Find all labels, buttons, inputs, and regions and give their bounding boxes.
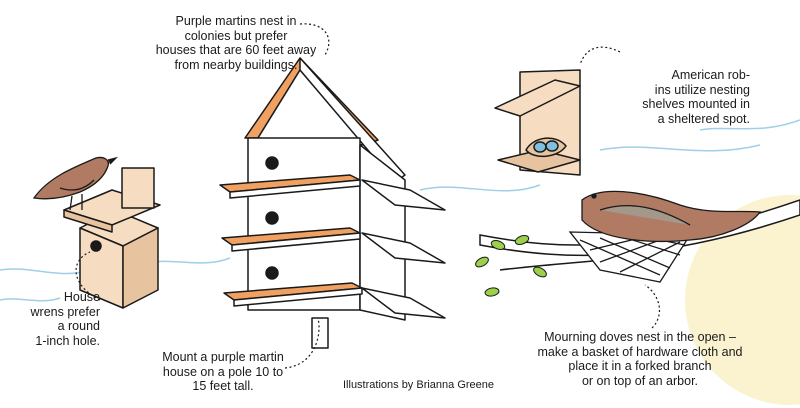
wren-caption: House wrens prefer a round 1-inch hole. <box>30 290 100 348</box>
illustration-credit: Illustrations by Brianna Greene <box>343 379 495 391</box>
mourning-dove <box>581 190 762 242</box>
wren-bird <box>32 156 119 211</box>
leaves <box>475 235 547 297</box>
sun <box>685 195 800 405</box>
pole-caption: Mount a purple martin house on a pole 10… <box>162 350 284 393</box>
robin-shelf <box>494 69 581 176</box>
dove-caption: Mourning doves nest in the open – make a… <box>537 330 743 388</box>
purple-martin-house <box>219 57 446 349</box>
wren-house <box>63 167 161 309</box>
robin-caption: American rob- ins utilize nesting shelve… <box>642 68 750 126</box>
callout-arrows <box>75 23 661 369</box>
purple-martin-caption: Purple martins nest in colonies but pref… <box>155 14 317 72</box>
